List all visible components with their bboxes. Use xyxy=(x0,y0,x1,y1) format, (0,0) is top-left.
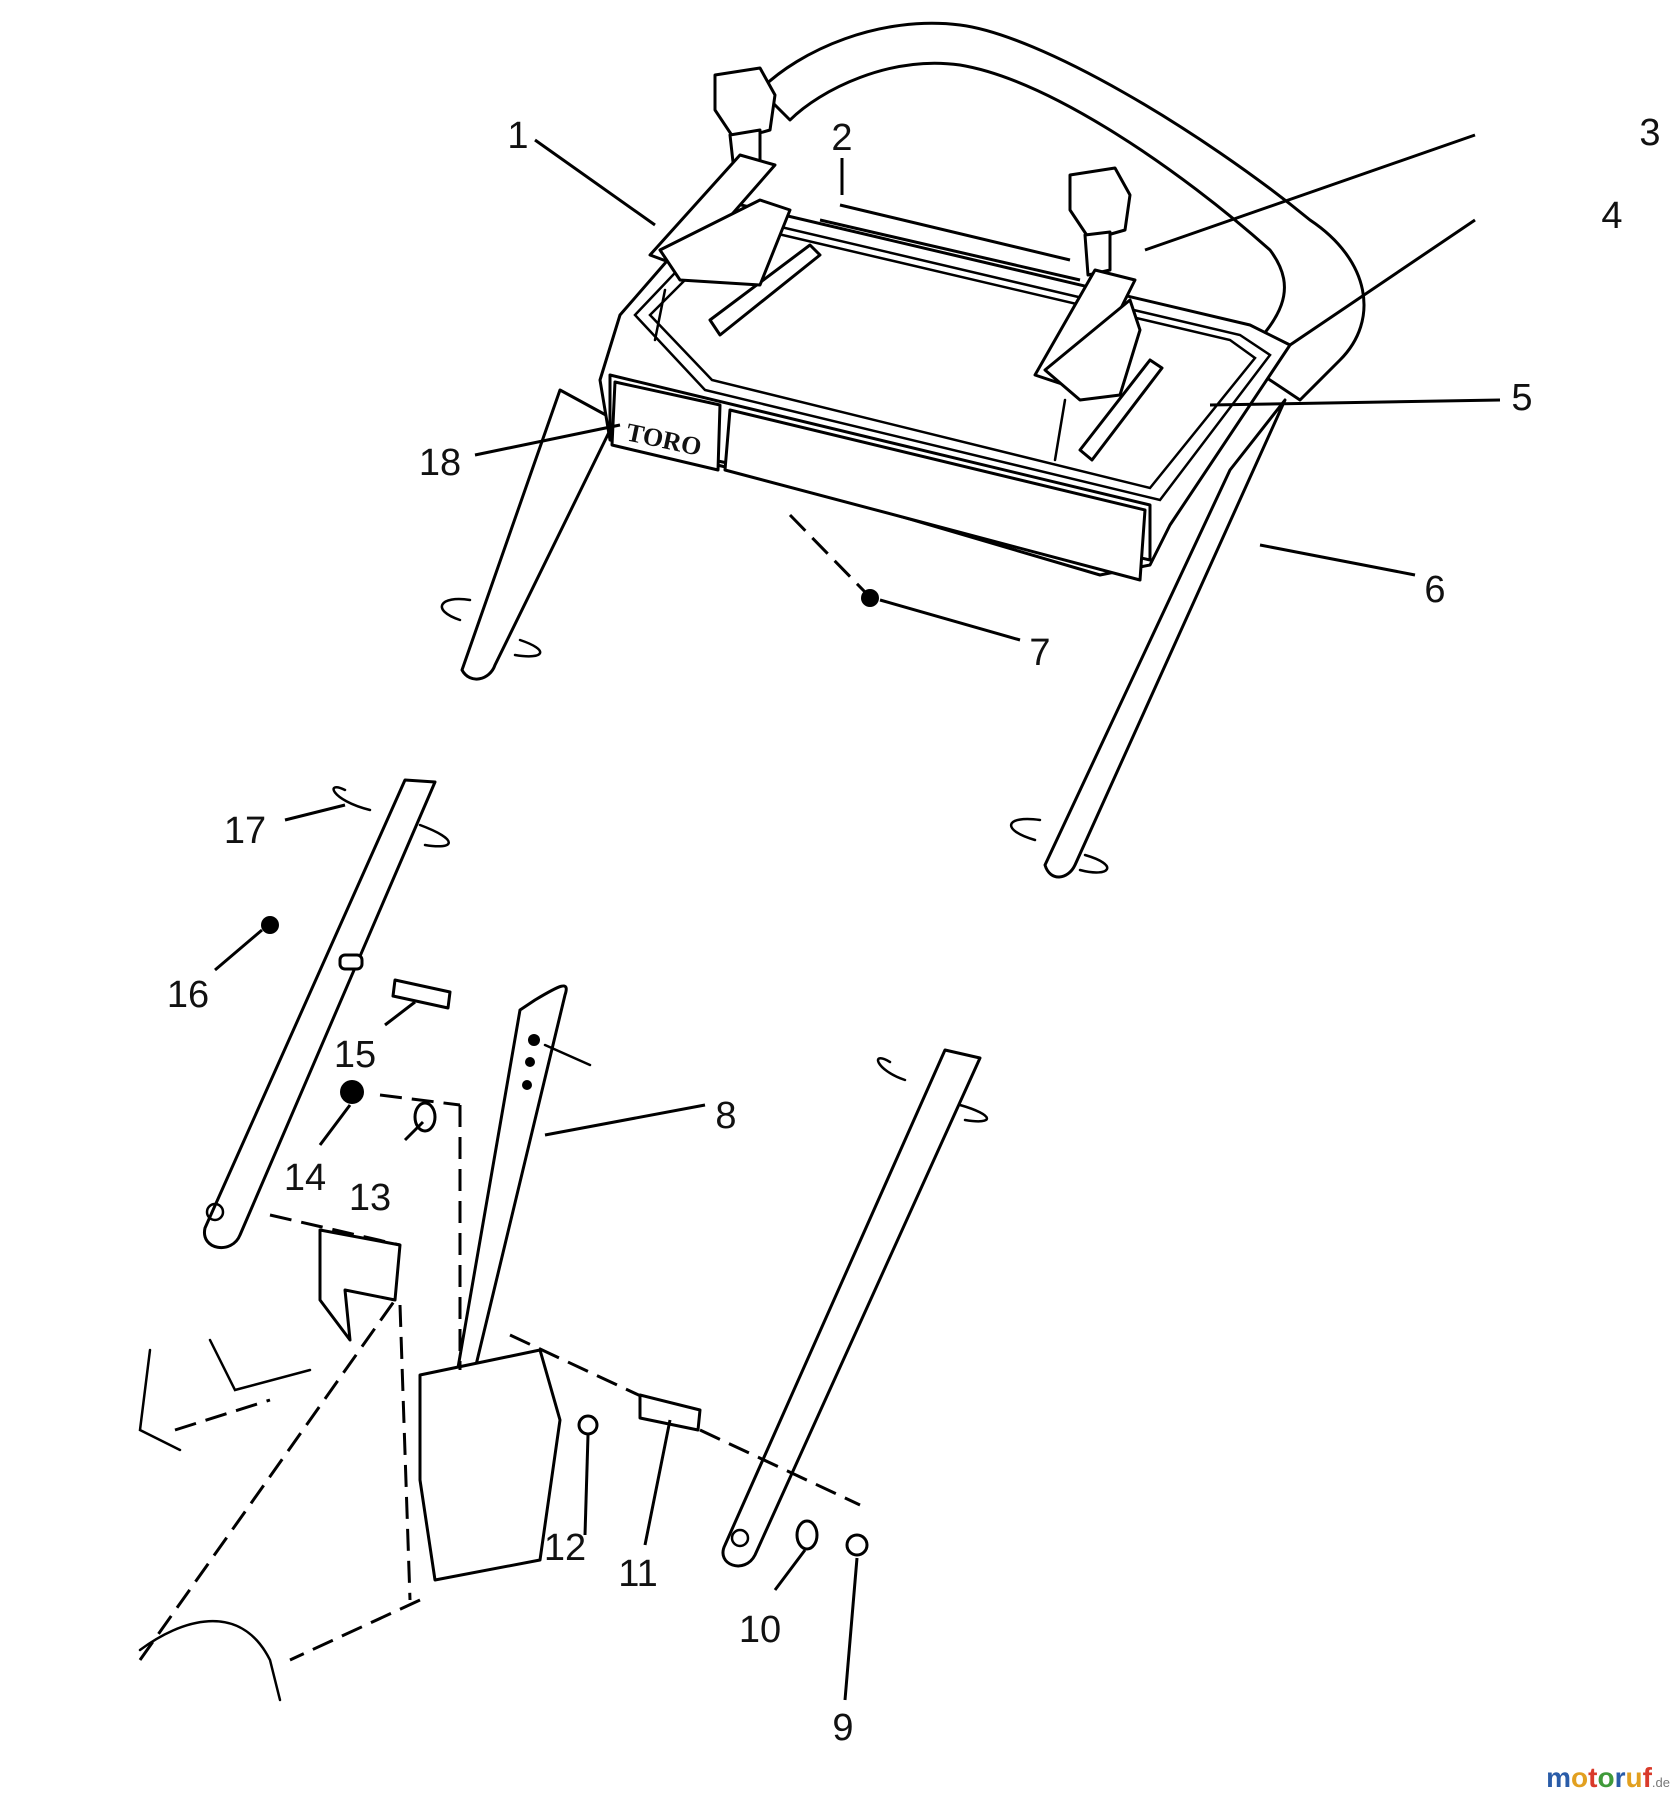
nut-12-part xyxy=(577,1414,599,1436)
lower-handle-left xyxy=(203,778,450,1250)
nut-9-part xyxy=(845,1533,869,1557)
callout-leaders xyxy=(214,133,1501,1701)
callout-16: 16 xyxy=(167,974,209,1016)
callout-18: 18 xyxy=(419,442,461,484)
callout-8: 8 xyxy=(715,1095,736,1137)
screw-7-part xyxy=(861,589,879,607)
control-lever-right xyxy=(1033,166,1142,462)
watermark-brand: motoruf xyxy=(1546,1762,1652,1793)
decal-panel xyxy=(723,408,1147,582)
callout-1: 1 xyxy=(507,115,528,157)
callout-11: 11 xyxy=(618,1553,657,1595)
callout-12: 12 xyxy=(544,1527,586,1569)
washer-10-part xyxy=(795,1519,819,1551)
lower-brace-center xyxy=(452,984,592,1401)
callout-7: 7 xyxy=(1029,632,1050,674)
callout-labels: 1 2 3 4 5 6 7 8 9 10 11 12 13 14 15 16 1… xyxy=(167,112,1661,1749)
callout-15: 15 xyxy=(334,1034,376,1076)
logo-plate xyxy=(610,380,722,472)
callout-5: 5 xyxy=(1511,377,1532,419)
nut-16-part xyxy=(261,916,279,934)
hardware-parts xyxy=(261,916,869,1557)
throttle-lever-left xyxy=(648,66,792,342)
bolt-11-part xyxy=(638,1393,702,1432)
callout-14: 14 xyxy=(284,1157,326,1199)
callout-17: 17 xyxy=(224,810,266,852)
mower-deck-bracket xyxy=(138,1228,562,1702)
bolt-14-part xyxy=(340,1080,364,1104)
motoruf-watermark: motoruf.de xyxy=(1546,1762,1670,1794)
upper-handle-frame xyxy=(460,21,1366,879)
lower-handle-right xyxy=(721,1048,989,1568)
watermark-tld: .de xyxy=(1651,1775,1670,1790)
callout-13: 13 xyxy=(349,1177,391,1219)
screw-7-dashline xyxy=(788,513,867,594)
callout-3: 3 xyxy=(1639,112,1660,154)
callout-9: 9 xyxy=(832,1707,853,1749)
handle-clips-upper xyxy=(440,597,1109,874)
callout-10: 10 xyxy=(739,1609,781,1651)
dash-assembly-lines xyxy=(138,1093,861,1662)
callout-2: 2 xyxy=(831,117,852,159)
pin-15-part xyxy=(391,978,452,1010)
callout-4: 4 xyxy=(1601,195,1622,237)
callout-6: 6 xyxy=(1424,569,1445,611)
